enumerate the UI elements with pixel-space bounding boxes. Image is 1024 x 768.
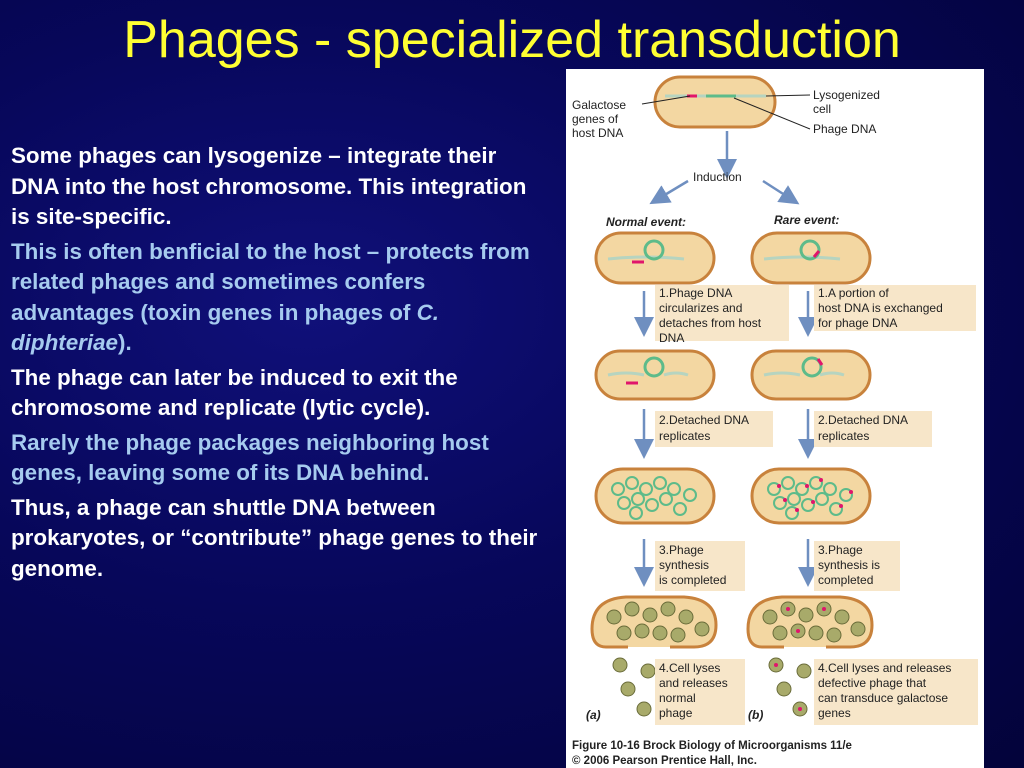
- panel-label-a: (a): [586, 708, 601, 722]
- cell-rare-lysing: [746, 595, 874, 717]
- label-galactose-2: genes of: [572, 112, 619, 126]
- step-box-normal-4: [655, 659, 745, 725]
- panel-label-b: (b): [748, 708, 763, 722]
- paragraph-benefit-text: This is often benficial to the host – pr…: [11, 238, 530, 325]
- step-normal-3: 3.Phage synthesis is completed: [659, 543, 726, 587]
- paragraph-packaging: Rarely the phage packages neighboring ho…: [11, 429, 489, 486]
- paragraph-benefit: This is often benficial to the host – pr…: [11, 237, 539, 359]
- label-induction: Induction: [693, 170, 742, 184]
- cell-rare-2: [750, 349, 872, 401]
- step-normal-2: 2.Detached DNA replicates: [659, 413, 752, 443]
- step-box-rare-1: [814, 285, 976, 331]
- step-rare-4: 4.Cell lyses and releases defective phag…: [818, 661, 955, 720]
- lysogenized-cell: [653, 75, 777, 129]
- step-rare-2: 2.Detached DNA replicates: [818, 413, 911, 443]
- step-normal-1-line-1: 1.: [659, 286, 669, 300]
- cell-normal-1: [594, 231, 716, 285]
- figure-caption-2: © 2006 Pearson Prentice Hall, Inc.: [572, 755, 757, 767]
- paragraph-shuttle: Thus, a phage can shuttle DNA between pr…: [11, 494, 538, 581]
- slide-title: Phages - specialized transduction: [123, 11, 901, 69]
- cell-rare-1: [750, 231, 872, 285]
- cell-rare-3: [750, 467, 872, 525]
- label-normal-event: Normal event:: [606, 215, 686, 229]
- paragraph-benefit-end: ).: [118, 330, 132, 355]
- label-rare-event: Rare event:: [774, 213, 839, 227]
- cell-normal-2: [594, 349, 716, 401]
- step-box-rare-4: [814, 659, 978, 725]
- step-normal-1: 1.Phage DNA circularizes and detaches fr…: [659, 286, 764, 345]
- label-phage-dna: Phage DNA: [813, 122, 876, 136]
- species-name: C. diphteriae: [11, 299, 440, 356]
- label-lysogenized-2: cell: [813, 102, 831, 116]
- step-box-normal-2: [655, 411, 773, 447]
- label-lysogenized-1: Lysogenized: [813, 88, 880, 102]
- body-text: Some phages can lysogenize – integrate t…: [11, 141, 539, 588]
- cell-normal-lysing: [590, 595, 718, 717]
- paragraph-induction: The phage can later be induced to exit t…: [11, 364, 458, 421]
- step-rare-3: 3.Phage synthesis is completed: [818, 543, 883, 587]
- paragraph-lysogenize: Some phages can lysogenize – integrate t…: [11, 143, 527, 229]
- label-galactose-3: host DNA: [572, 126, 623, 140]
- transduction-diagram: Galactose genes of host DNA Lysogenized …: [572, 75, 978, 767]
- cell-normal-3: [594, 467, 716, 525]
- step-normal-4: 4.Cell lyses and releases normal phage: [659, 661, 731, 720]
- transduction-figure: Galactose genes of host DNA Lysogenized …: [566, 69, 984, 768]
- step-box-normal-1: [655, 285, 789, 341]
- step-box-normal-3: [655, 541, 745, 591]
- figure-caption-1: Figure 10-16 Brock Biology of Microorgan…: [572, 740, 852, 752]
- step-box-rare-2: [814, 411, 932, 447]
- step-box-rare-3: [814, 541, 900, 591]
- label-galactose-1: Galactose: [572, 98, 626, 112]
- step-rare-1: 1.A portion of host DNA is exchanged for…: [818, 286, 946, 330]
